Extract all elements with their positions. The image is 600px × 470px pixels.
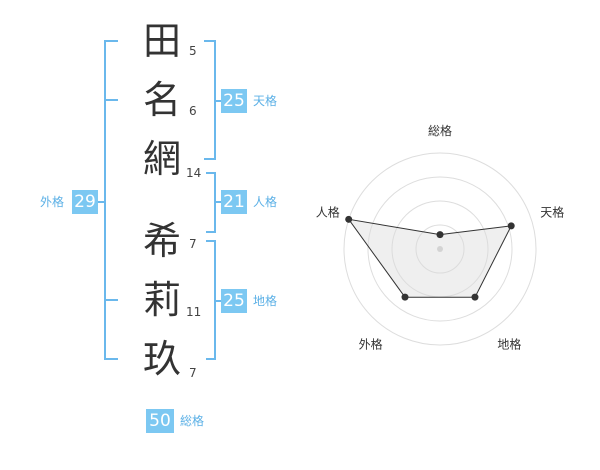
chikaku-value: 25 bbox=[221, 289, 247, 313]
radar-axis-label: 地格 bbox=[497, 336, 521, 351]
gaikaku-bracket bbox=[104, 40, 118, 360]
chikaku-bracket bbox=[206, 240, 216, 360]
tenkaku-bracket bbox=[204, 40, 216, 160]
radar-axis-label: 天格 bbox=[540, 205, 564, 220]
stroke-count-3: 14 bbox=[186, 166, 202, 180]
radar-ring bbox=[367, 176, 513, 322]
tenkaku-label: 天格 bbox=[253, 94, 278, 108]
stroke-count-6: 7 bbox=[189, 366, 197, 380]
soukaku-value: 50 bbox=[146, 409, 174, 433]
radar-ring bbox=[415, 224, 465, 274]
name-char-1: 田 bbox=[142, 19, 181, 63]
name-char-4: 希 bbox=[142, 219, 181, 263]
gaikaku-label: 外格 bbox=[40, 195, 65, 209]
radar-polygon bbox=[347, 218, 513, 298]
jinkaku-bracket bbox=[206, 172, 216, 233]
radar-point bbox=[345, 215, 353, 223]
stroke-count-5: 11 bbox=[186, 305, 202, 319]
radar-point bbox=[507, 222, 515, 230]
tenkaku-value: 25 bbox=[221, 89, 247, 113]
chikaku-label: 地格 bbox=[253, 294, 278, 308]
radar-ring bbox=[343, 152, 537, 346]
soukaku-label: 総格 bbox=[180, 414, 205, 428]
name-char-6: 玖 bbox=[142, 337, 181, 381]
radar-point bbox=[436, 231, 444, 239]
stroke-count-1: 5 bbox=[189, 44, 197, 58]
jinkaku-value: 21 bbox=[221, 190, 247, 214]
stroke-count-2: 6 bbox=[189, 104, 197, 118]
gaikaku-value: 29 bbox=[72, 190, 98, 214]
jinkaku-label: 人格 bbox=[253, 195, 278, 209]
name-char-2: 名 bbox=[142, 78, 181, 122]
radar-axis-label: 外格 bbox=[359, 336, 383, 351]
radar-point bbox=[471, 293, 479, 301]
stroke-count-4: 7 bbox=[189, 237, 197, 251]
radar-axis-label: 総格 bbox=[428, 123, 452, 138]
name-char-3: 網 bbox=[142, 137, 181, 181]
radar-axis-label: 人格 bbox=[316, 205, 340, 220]
radar-point bbox=[401, 293, 409, 301]
name-char-5: 莉 bbox=[142, 278, 181, 322]
radar-center bbox=[437, 246, 443, 252]
